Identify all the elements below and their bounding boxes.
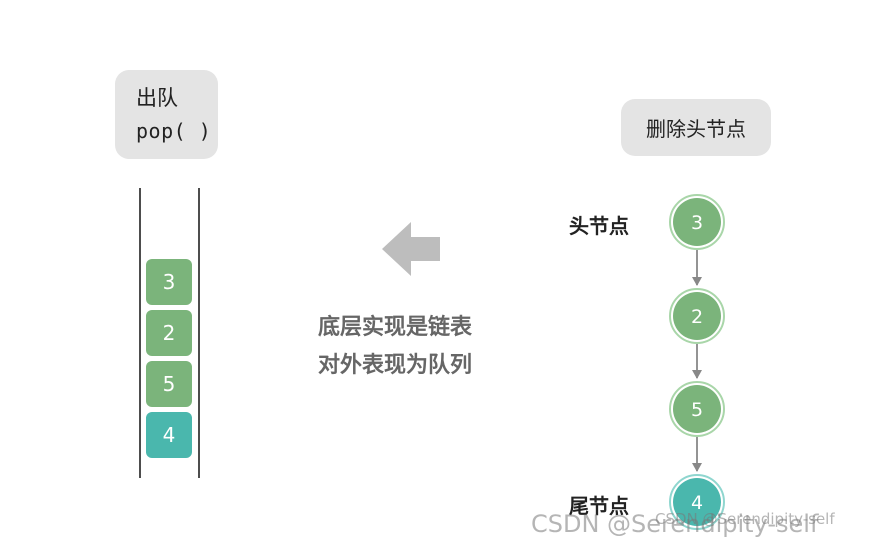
caption-line-1: 底层实现是链表	[318, 315, 473, 340]
dequeue-title: 出队	[136, 86, 178, 110]
queue-cell: 5	[146, 361, 192, 407]
list-node-value: 2	[691, 306, 703, 328]
queue-cell: 2	[146, 310, 192, 356]
head-node-label: 头节点	[569, 214, 629, 238]
left-arrow-icon	[382, 222, 440, 276]
queue-left-wall	[139, 188, 141, 478]
pop-method-label: pop( )	[136, 119, 212, 143]
delete-head-label: 删除头节点	[646, 117, 746, 141]
queue-right-wall	[198, 188, 200, 478]
list-node-value: 3	[691, 212, 703, 234]
list-node: 5	[669, 381, 725, 437]
watermark-small: CSDN @Serendipity-self	[655, 510, 835, 528]
list-node-tail: 4	[669, 474, 725, 530]
watermark-large: CSDN @Serendipity-self	[531, 510, 819, 538]
list-node-value: 5	[691, 399, 703, 421]
list-node: 2	[669, 288, 725, 344]
list-node: 3	[669, 194, 725, 250]
dequeue-label-box: 出队 pop( )	[115, 70, 218, 159]
list-node-value: 4	[691, 492, 703, 514]
delete-head-label-box: 删除头节点	[621, 99, 771, 156]
caption-line-2: 对外表现为队列	[318, 353, 473, 378]
queue-cell-tail: 4	[146, 412, 192, 458]
queue-cell: 3	[146, 259, 192, 305]
implementation-caption: 底层实现是链表 对外表现为队列	[318, 309, 518, 385]
tail-node-label: 尾节点	[569, 494, 629, 518]
